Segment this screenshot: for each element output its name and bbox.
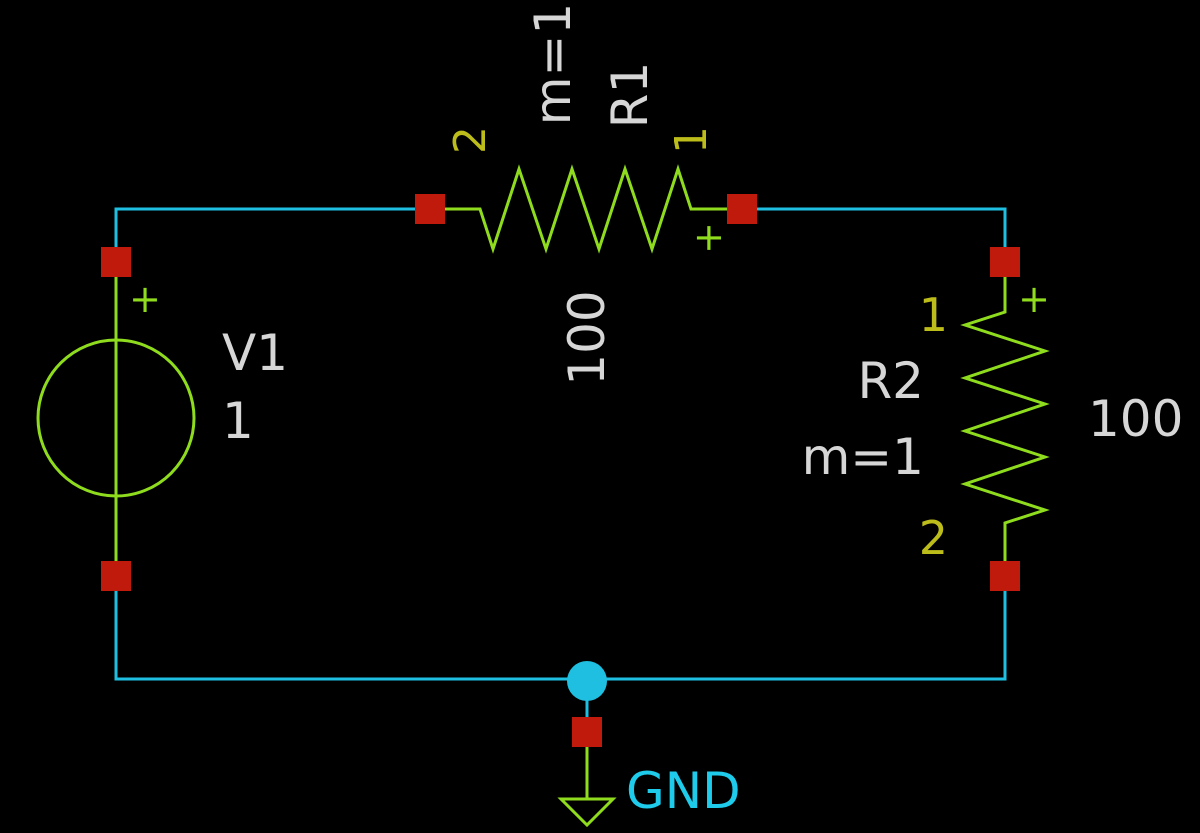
r2-pin2-number: 2 <box>919 511 948 565</box>
r1-zigzag <box>430 164 742 254</box>
pins <box>101 194 1020 747</box>
pin-marker[interactable] <box>990 247 1020 277</box>
r1-value: 100 <box>558 290 616 385</box>
pin-marker[interactable] <box>415 194 445 224</box>
r2-zigzag <box>960 262 1050 576</box>
ground-symbol[interactable] <box>557 740 617 828</box>
r2-pin1-number: 1 <box>919 288 948 342</box>
r1-param: m=1 <box>524 3 582 125</box>
r2-plus-sign: + <box>1018 277 1050 321</box>
pin-marker[interactable] <box>101 561 131 591</box>
v1-source[interactable] <box>36 262 196 576</box>
junction-dot[interactable] <box>567 661 607 701</box>
r1-pin1-number: 1 <box>666 126 717 154</box>
r2-resistor[interactable] <box>960 262 1050 576</box>
v1-plus-sign: + <box>129 277 161 321</box>
wire-top-right[interactable] <box>740 207 1007 264</box>
v1-value: 1 <box>222 392 254 450</box>
wire-bottom[interactable] <box>114 574 1007 681</box>
r1-pin2-number: 2 <box>445 126 496 154</box>
r1-reference: R1 <box>601 62 659 129</box>
v1-reference: V1 <box>222 324 288 382</box>
pin-marker[interactable] <box>101 247 131 277</box>
r2-param: m=1 <box>802 428 924 486</box>
r2-reference: R2 <box>857 352 924 410</box>
r2-value: 100 <box>1088 390 1183 448</box>
ground-triangle <box>557 797 617 828</box>
gnd-net-label: GND <box>626 762 741 820</box>
pin-marker[interactable] <box>990 561 1020 591</box>
pin-marker[interactable] <box>727 194 757 224</box>
r1-plus-sign: + <box>686 222 730 254</box>
wire-top-left[interactable] <box>114 207 432 264</box>
pin-marker[interactable] <box>572 717 602 747</box>
r1-resistor[interactable] <box>430 164 742 254</box>
